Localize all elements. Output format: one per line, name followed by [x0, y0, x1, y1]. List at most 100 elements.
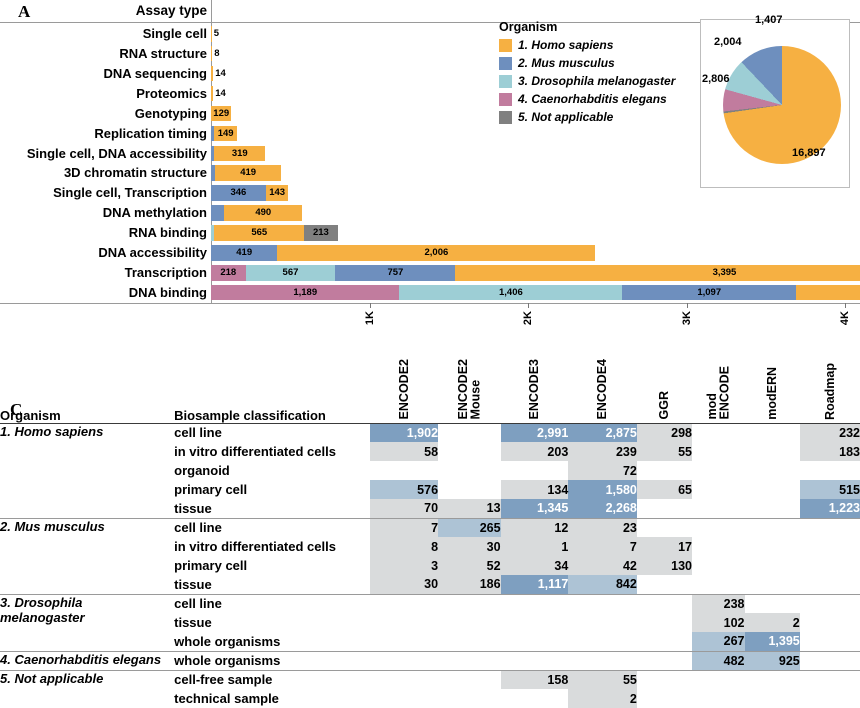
- count-cell: [636, 650, 692, 670]
- count-cell: [636, 517, 692, 537]
- count-cell: [637, 689, 692, 708]
- header-project-encode2: ENCODE2: [370, 340, 438, 423]
- bar-segment: 9,241: [796, 284, 860, 301]
- bar-row-label: DNA methylation: [102, 205, 207, 221]
- pie-slice-value: 2,806: [702, 73, 730, 85]
- count-cell: [799, 650, 860, 670]
- biosample-classification-cell: in vitro differentiated cells: [174, 539, 336, 554]
- count-cell: 576: [370, 480, 439, 499]
- count-cell: [800, 556, 860, 575]
- count-cell: [438, 422, 501, 442]
- count-cell: 3: [370, 556, 439, 575]
- header-project-label: ENCODE3: [527, 359, 542, 420]
- count-cell: 52: [438, 556, 501, 575]
- bar-row-label: Proteomics: [136, 85, 207, 101]
- legend-item[interactable]: 4. Caenorhabditis elegans: [499, 90, 675, 108]
- bar-segment-value: 419: [236, 247, 253, 259]
- bar-segment: [211, 145, 215, 162]
- count-cell: [800, 537, 860, 556]
- bar-row-label: Transcription: [124, 265, 207, 281]
- bar-stack: 129: [211, 105, 851, 122]
- bar-outside-value: 8: [214, 47, 220, 59]
- biosample-classification-cell: cell line: [174, 593, 371, 613]
- count-cell: 58: [370, 442, 439, 461]
- bar-stack: 419: [211, 165, 851, 181]
- count-cell: 482: [692, 650, 745, 670]
- bar-segment: 346: [211, 185, 266, 201]
- legend-item[interactable]: 1. Homo sapiens: [499, 36, 675, 54]
- bar-segment: 149: [213, 125, 238, 142]
- pie-chart-box: [700, 19, 850, 188]
- bar-row-label: Single cell: [142, 26, 207, 41]
- bar-row-label: Single cell, DNA accessibility: [26, 145, 207, 161]
- bar-segment-value: 213: [312, 227, 329, 239]
- bar-segment-value: 3,395: [712, 267, 737, 279]
- bar-stack: 8: [211, 45, 851, 62]
- count-cell: 55: [568, 669, 637, 689]
- bar-row-label: DNA binding: [128, 284, 207, 300]
- table-row: organoid 72: [0, 461, 860, 480]
- count-cell: [744, 593, 800, 613]
- count-cell: [370, 613, 438, 632]
- bar-segment-value: 565: [251, 227, 268, 239]
- count-cell: [800, 689, 860, 708]
- count-cell: [438, 613, 501, 632]
- biosample-classification-cell: primary cell: [174, 558, 248, 573]
- bar-segment-value: 1,097: [697, 286, 722, 298]
- count-cell: [370, 689, 438, 708]
- count-cell: [438, 669, 501, 689]
- count-cell: [745, 689, 800, 708]
- count-cell: [692, 499, 745, 518]
- count-cell: [800, 613, 860, 632]
- bar-segment-value: 9,241: [796, 285, 860, 301]
- count-cell: [745, 556, 800, 575]
- count-cell: [745, 537, 800, 556]
- bar-row-label: Single cell, Transcription: [53, 185, 207, 201]
- count-cell: [370, 650, 439, 670]
- biosample-classification-cell: cell line: [174, 422, 371, 442]
- count-cell: [692, 556, 745, 575]
- organism-cell: 2. Mus musculus: [0, 517, 175, 537]
- count-cell: 515: [799, 480, 860, 499]
- legend-item-label: 1. Homo sapiens: [518, 38, 614, 52]
- header-project-label: ENCODE2 Mouse: [455, 359, 483, 420]
- organism-cell: 1. Homo sapiens: [0, 422, 175, 442]
- bar-row-label: RNA structure: [119, 45, 207, 61]
- bar-stack: 14: [211, 85, 851, 102]
- legend-item-label: 4. Caenorhabditis elegans: [518, 92, 667, 106]
- count-cell: 2: [568, 689, 637, 708]
- legend-item[interactable]: 3. Drosophila melanogaster: [499, 72, 675, 90]
- count-cell: 925: [744, 650, 800, 670]
- count-cell: [370, 593, 439, 613]
- bar-segment: [211, 125, 214, 142]
- count-cell: 267: [692, 632, 745, 651]
- count-cell: [692, 689, 745, 708]
- count-cell: 34: [500, 556, 569, 575]
- bar-segment: 143: [265, 185, 289, 201]
- header-project-roadmap: Roadmap: [800, 340, 860, 423]
- legend-item[interactable]: 2. Mus musculus: [499, 54, 675, 72]
- count-cell: 72: [568, 461, 637, 480]
- header-project-label: mod ENCODE: [704, 366, 732, 420]
- count-cell: [745, 461, 800, 480]
- legend-item[interactable]: 5. Not applicable: [499, 108, 675, 126]
- bar-segment: 757: [335, 265, 456, 281]
- count-cell: [744, 517, 800, 537]
- count-cell: 158: [500, 669, 569, 689]
- biosample-classification-cell: organoid: [174, 463, 230, 478]
- header-project-label: ENCODE4: [595, 359, 610, 420]
- count-cell: 239: [568, 442, 637, 461]
- count-cell: [744, 669, 800, 689]
